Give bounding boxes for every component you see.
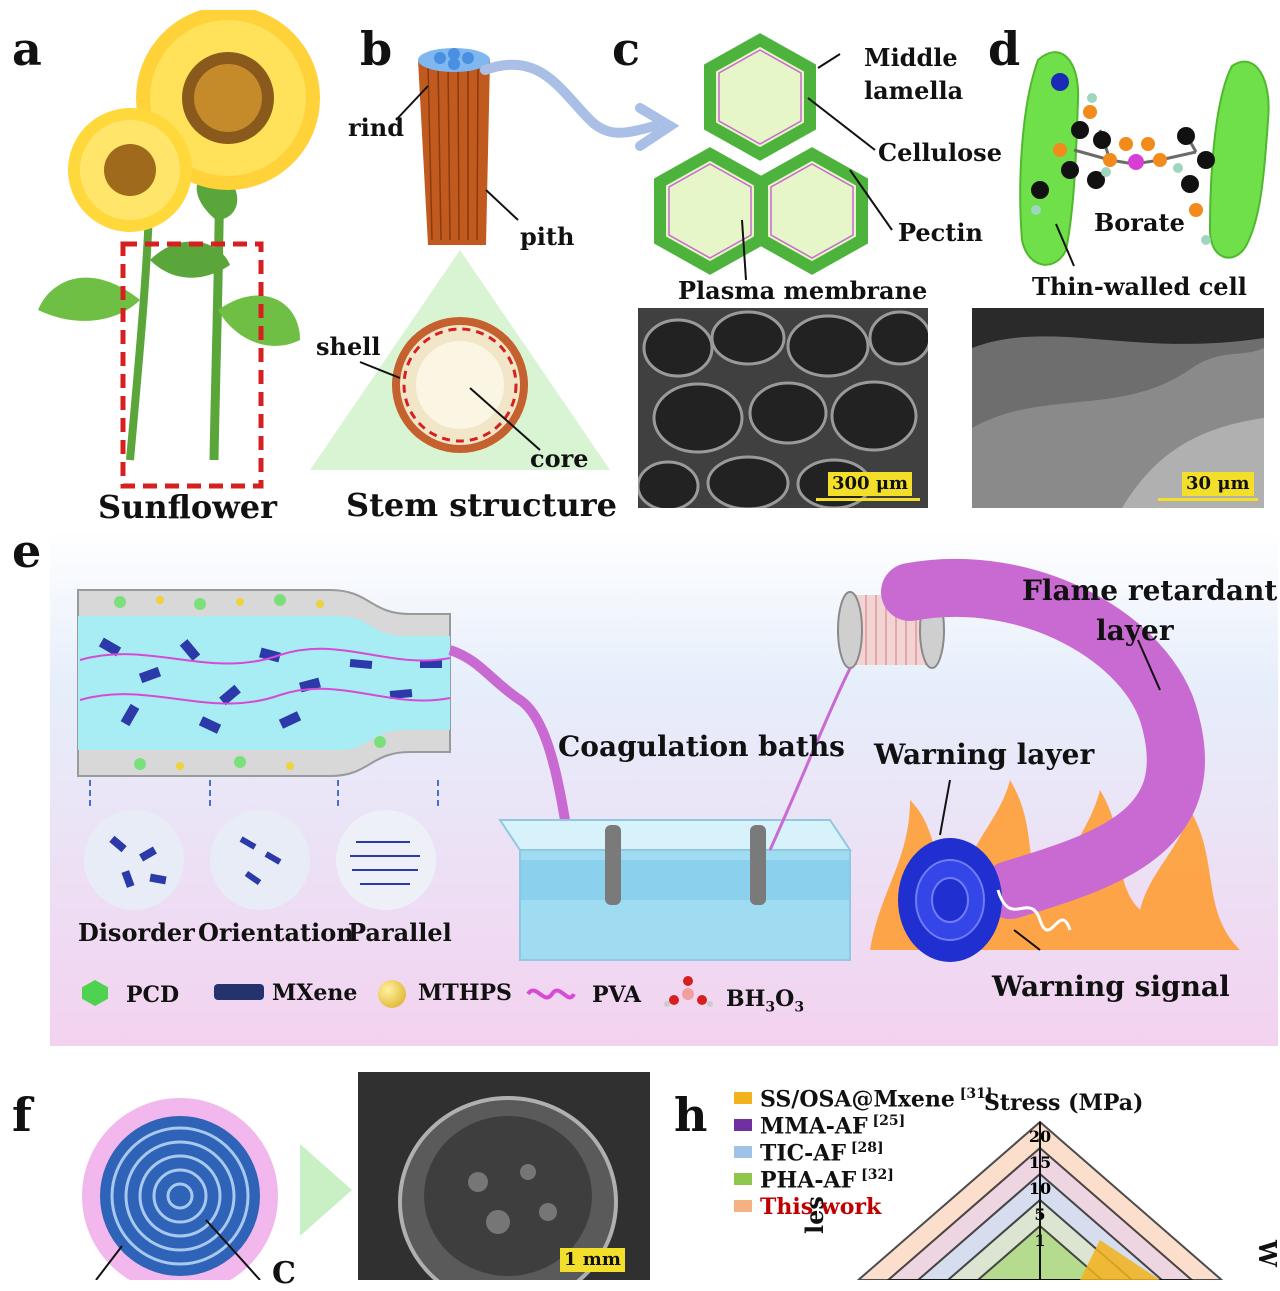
radar-legend-swatch — [734, 1092, 752, 1104]
radar-axis-left-fragment: les — [800, 1196, 829, 1234]
scale-bar-label-f: 1 mm — [560, 1248, 625, 1272]
borate-crosslink-diagram — [1019, 51, 1270, 267]
panel-label-f: f — [12, 1088, 32, 1142]
label-parallel: Parallel — [348, 918, 452, 947]
radar-legend-label: SS/OSA@Mxene [31] — [760, 1086, 993, 1113]
label-disorder: Disorder — [78, 918, 195, 947]
label-rind: rind — [348, 113, 404, 142]
scale-bar-c — [816, 498, 920, 501]
cell-wall-diagram — [654, 33, 868, 275]
scale-bar-label-d: 30 μm — [1182, 472, 1254, 496]
legend-mxene-label: MXene — [272, 980, 358, 1006]
radar-legend-label: PHA-AF [32] — [760, 1167, 894, 1194]
scale-bar-label-c: 300 μm — [828, 472, 913, 496]
label-thin-walled-cell: Thin-walled cell — [1032, 272, 1247, 301]
panel-label-c: c — [612, 22, 641, 76]
legend-bh3o3-sub1: 3 — [765, 999, 776, 1016]
caption-sunflower: Sunflower — [98, 488, 278, 526]
sem-image-d: 30 μm — [972, 308, 1264, 508]
radar-legend-swatch — [734, 1200, 752, 1212]
legend-pva-label: PVA — [592, 982, 641, 1008]
arrow-b-to-c — [480, 59, 680, 151]
radar-legend-swatch — [734, 1146, 752, 1158]
legend-bh3o3-main: BH — [726, 986, 766, 1012]
label-warning-layer: Warning layer — [874, 738, 1095, 771]
radar-chart: 20151051 — [856, 1120, 1224, 1280]
legend-pva-icon — [526, 988, 576, 1000]
sem-image-f: 1 mm — [358, 1072, 650, 1280]
label-warning-signal: Warning signal — [992, 970, 1230, 1003]
label-shell: shell — [316, 332, 381, 361]
radar-legend-label: TIC-AF [28] — [760, 1140, 884, 1167]
label-f-fragment: C — [272, 1256, 296, 1291]
legend-mthps-label: MTHPS — [418, 980, 512, 1006]
label-middle: Middle — [864, 43, 958, 72]
radar-legend-swatch — [734, 1173, 752, 1185]
label-core: core — [530, 444, 589, 473]
radar-legend-swatch — [734, 1119, 752, 1131]
legend-bh3o3-o: O — [775, 986, 795, 1012]
spinning-process-diagram — [77, 559, 1240, 962]
radar-axis-right-fragment: W — [1253, 1240, 1280, 1267]
radar-axis-top-label: Stress (MPa) — [984, 1090, 1144, 1116]
cell-pointers — [741, 53, 893, 280]
fiber-cross-section-diagram — [82, 1098, 278, 1280]
stem-structure-illustration — [310, 48, 610, 470]
panel-label-d: d — [988, 22, 1021, 76]
legend-mxene-icon — [214, 984, 264, 1000]
label-coagulation-baths: Coagulation baths — [558, 730, 845, 763]
label-cellulose: Cellulose — [878, 138, 1002, 167]
legend-bh3o3-sub2: 3 — [794, 999, 805, 1016]
arrow-f-to-sem — [300, 1144, 352, 1236]
panel-label-e: e — [12, 524, 42, 578]
radar-series-area — [1080, 1240, 1160, 1280]
panel-label-b: b — [360, 22, 393, 76]
legend-bh3o3-icon — [664, 976, 713, 1007]
label-pectin: Pectin — [898, 218, 983, 247]
label-plasma-membrane: Plasma membrane — [678, 276, 928, 305]
label-flame-retardant-1: Flame retardant — [1022, 574, 1278, 607]
label-flame-retardant-2: layer — [1096, 614, 1174, 647]
sem-image-c: 300 μm — [638, 308, 928, 508]
radar-legend-label: MMA-AF [25] — [760, 1113, 906, 1140]
legend-pcd-label: PCD — [126, 982, 180, 1008]
panel-label-a: a — [12, 22, 42, 76]
label-pith: pith — [520, 222, 575, 251]
label-lamella: lamella — [864, 76, 964, 105]
scale-bar-d — [1158, 498, 1258, 501]
panel-label-h: h — [674, 1088, 708, 1142]
sunflower-illustration — [38, 10, 320, 489]
legend-mthps-icon — [378, 980, 406, 1008]
label-borate: Borate — [1094, 208, 1185, 237]
label-orientation: Orientation — [198, 918, 354, 947]
caption-stem-structure: Stem structure — [346, 486, 617, 524]
legend-bh3o3-label: BH3O3 — [726, 986, 804, 1015]
radar-legend-label: This work — [760, 1194, 882, 1220]
